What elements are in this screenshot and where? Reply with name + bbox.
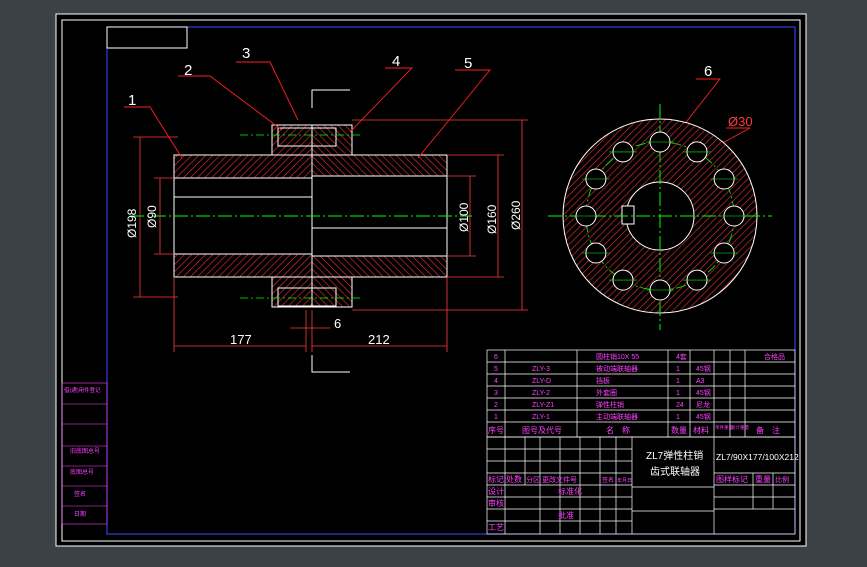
parts-row-name: 圆柱销10X 55 [596,352,639,361]
parts-row-no: 4 [494,378,498,385]
parts-row-code: ZLY-2 [532,390,550,397]
parts-row-qty: 1 [676,390,680,397]
parts-list-grid [486,349,796,438]
side-label-0: 借(通)用件登记 [64,386,101,394]
balloon-1: 1 [128,92,136,109]
flange-top-left [271,124,313,156]
balloon-6: 6 [704,63,712,80]
title-name-line1: ZL7弹性柱销 [646,449,703,462]
balloon-2: 2 [184,62,192,79]
title-block-grid [486,436,796,535]
pin-bottom [277,287,337,307]
flange-bottom-left [271,276,313,308]
tb-approve: 批准 [558,510,574,520]
parts-row-code: ZLY-Z1 [532,402,554,409]
parts-header-total-weight: 总计重量 [731,424,749,431]
parts-row-name: 被动端联轴器 [596,364,638,373]
balloon-5: 5 [464,55,472,72]
side-label-2: 底图总号 [70,468,94,476]
parts-row-name: 挡板 [596,376,610,385]
parts-header-material: 材料 [693,425,709,435]
balloon-3: 3 [242,45,250,62]
title-drawing-code: ZL7/90X177/100X212 [716,452,799,462]
change-header-2: 分区 [526,475,540,484]
tb-stage-mark: 图样标记 [716,474,748,484]
parts-row-material: 尼龙 [696,400,710,409]
dim-d30: Ø30 [728,114,753,129]
flange-bottom-right [311,276,353,308]
parts-row-qty: 1 [676,366,680,373]
parts-row-no: 2 [494,402,498,409]
section-view [130,89,472,373]
dim-gap-6: 6 [334,316,341,331]
side-label-3: 签名 [74,490,86,498]
section-cut-marker-bottom [311,355,350,373]
dim-d100: Ø100 [457,202,471,232]
dimension-lines [133,119,528,352]
pin-holes [572,131,748,301]
parts-row-name: 弹性柱销 [596,400,624,409]
tb-check: 审核 [488,498,504,508]
change-header-3: 更改文件号 [542,475,577,484]
change-header-0: 标记 [488,474,504,484]
dim-d160: Ø160 [485,204,499,234]
parts-row-no: 1 [494,414,498,421]
parts-header-note: 备 注 [756,425,780,435]
parts-row-name: 外套圈 [596,388,617,397]
parts-row-code: ZLY-1 [532,414,550,421]
parts-header-unit-weight: 单件重量 [715,424,733,431]
dim-len-212: 212 [368,332,390,347]
parts-row-no: 5 [494,366,498,373]
end-view [548,104,772,330]
parts-row-note: 合格品 [764,352,785,361]
parts-row-qty: 24 [676,402,684,409]
parts-header-name: 名 称 [606,425,630,435]
code-box [106,26,188,49]
parts-list-rows: 6 圆柱销10X 55 4套 合格品 5 ZLY-3 被动端联轴器 1 45钢 4 ZLY-D 挡板 1… [494,352,785,421]
parts-row-material: 45钢 [696,412,711,421]
parts-row-material: 45钢 [696,364,711,373]
parts-row-material: 45钢 [696,388,711,397]
change-header-5: 年月日 [617,477,632,484]
parts-row-qty: 1 [676,414,680,421]
parts-row-no: 6 [494,354,498,361]
drawing-border [106,26,796,535]
dim-d260: Ø260 [509,200,523,230]
parts-row-no: 3 [494,390,498,397]
tb-scale: 比例 [775,475,789,484]
parts-header-qty: 数量 [671,425,687,435]
pin-top [277,127,337,147]
side-label-1: 旧底图总号 [70,447,100,455]
tb-standardize: 标准化 [558,486,582,496]
parts-row-code: ZLY-D [532,378,551,385]
end-view-keyway [621,205,635,225]
section-cut-marker-top [311,89,350,108]
change-header-4: 签名 [602,476,614,484]
inner-frame [61,19,801,542]
balloon-4: 4 [392,53,400,70]
parts-header-no: 序号 [488,425,504,435]
parts-header-code: 图号及代号 [522,425,562,435]
side-table [61,382,108,525]
parts-row-qty: 1 [676,378,680,385]
tb-design: 设计 [488,486,504,496]
title-name-line2: 齿式联轴器 [650,465,700,478]
side-label-4: 日期 [74,510,86,518]
parts-row-material: A3 [696,378,705,385]
parts-row-qty: 4套 [676,352,687,361]
dim-d90: Ø90 [145,205,159,228]
tb-weight: 重量 [755,474,771,484]
dim-d198: Ø198 [125,208,139,238]
flange-top-right [311,124,353,156]
parts-row-code: ZLY-3 [532,366,550,373]
tb-process: 工艺 [488,523,504,532]
change-header-1: 处数 [506,474,522,484]
parts-row-name: 主动端联轴器 [596,412,638,421]
dim-len-177: 177 [230,332,252,347]
